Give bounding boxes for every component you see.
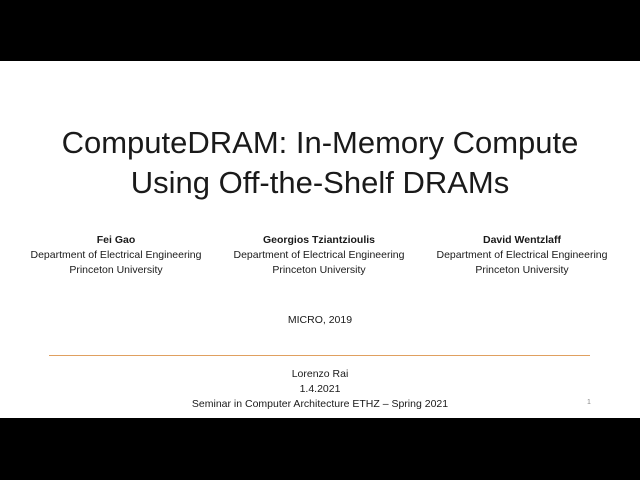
- slide-title-line-1: ComputeDRAM: In-Memory Compute: [61, 125, 579, 160]
- author-block-3: David Wentzlaff Department of Electrical…: [417, 233, 627, 278]
- presenter-info: Lorenzo Rai 1.4.2021 Seminar in Computer…: [0, 367, 640, 412]
- author-department: Department of Electrical Engineering: [436, 249, 608, 261]
- author-name: Georgios Tziantzioulis: [262, 234, 375, 246]
- presentation-date: 1.4.2021: [299, 383, 341, 395]
- author-department: Department of Electrical Engineering: [30, 249, 202, 261]
- slide-title-line-2: Using Off-the-Shelf DRAMs: [130, 165, 510, 200]
- author-department: Department of Electrical Engineering: [233, 249, 405, 261]
- author-university: Princeton University: [475, 264, 569, 276]
- divider-line: [49, 355, 590, 356]
- author-university: Princeton University: [69, 264, 163, 276]
- seminar-name: Seminar in Computer Architecture ETHZ – …: [191, 398, 449, 410]
- publication-venue: MICRO, 2019: [287, 314, 353, 326]
- slide-title: ComputeDRAM: In-Memory Compute Using Off…: [0, 123, 640, 203]
- presentation-slide: ComputeDRAM: In-Memory Compute Using Off…: [0, 61, 640, 418]
- author-name: David Wentzlaff: [483, 234, 561, 246]
- author-block-1: Fei Gao Department of Electrical Enginee…: [11, 233, 221, 278]
- author-university: Princeton University: [272, 264, 366, 276]
- slide-page-number: 1: [587, 399, 591, 406]
- author-name: Fei Gao: [96, 234, 136, 246]
- author-block-2: Georgios Tziantzioulis Department of Ele…: [214, 233, 424, 278]
- presenter-name: Lorenzo Rai: [291, 368, 349, 380]
